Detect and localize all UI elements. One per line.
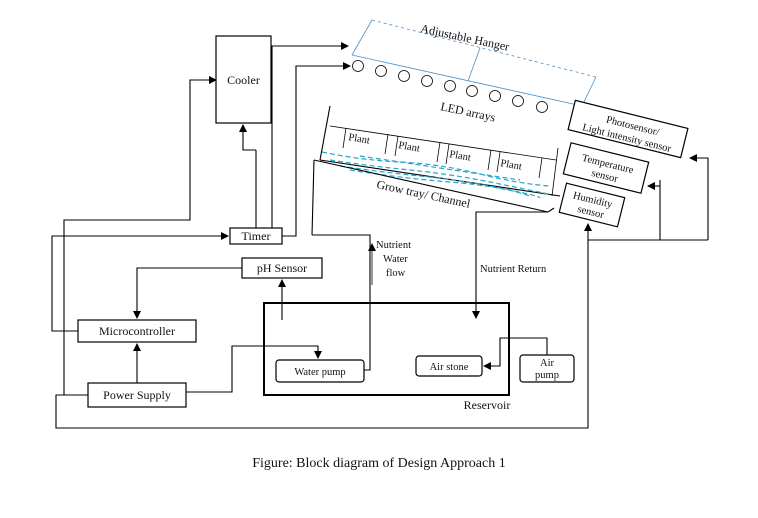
air-stone-label: Air stone bbox=[430, 362, 469, 373]
reservoir-box bbox=[263, 302, 510, 396]
nutrient-water bbox=[321, 151, 551, 199]
ph-sensor-label: pH Sensor bbox=[257, 261, 307, 275]
power-supply-box bbox=[87, 382, 187, 408]
microcontroller-label: Microcontroller bbox=[99, 324, 175, 338]
air-stone-box bbox=[415, 355, 483, 377]
nutrient-water-flow-label-3: flow bbox=[386, 268, 406, 279]
air-pump-label-1: Air bbox=[540, 358, 555, 369]
nutrient-water-flow-label-1: Nutrient bbox=[376, 240, 411, 251]
plant-label-3: Plant bbox=[448, 149, 471, 164]
plant-label-2: Plant bbox=[397, 140, 420, 155]
humidity-sensor-box bbox=[558, 182, 626, 228]
photosensor-box bbox=[567, 99, 689, 159]
water-pump-label: Water pump bbox=[294, 367, 345, 378]
plant-label-1: Plant bbox=[347, 132, 370, 147]
power-supply-label: Power Supply bbox=[103, 388, 171, 402]
nutrient-return-label: Nutrient Return bbox=[480, 264, 547, 275]
timer-label: Timer bbox=[242, 229, 271, 243]
adjustable-hanger bbox=[351, 19, 597, 107]
water-pump-box bbox=[275, 359, 365, 383]
led-arrays-label: LED arrays bbox=[439, 99, 497, 124]
connections bbox=[51, 42, 709, 429]
temperature-sensor-box bbox=[562, 142, 650, 194]
plant-label-4: Plant bbox=[499, 158, 522, 173]
led-array bbox=[352, 60, 548, 113]
reservoir-label: Reservoir bbox=[464, 398, 511, 412]
figure-caption: Figure: Block diagram of Design Approach… bbox=[252, 456, 506, 471]
cooler-label: Cooler bbox=[227, 73, 260, 87]
grow-tray bbox=[311, 159, 555, 236]
nutrient-water-flow-label-2: Water bbox=[383, 254, 408, 265]
adjustable-hanger-label: Adjustable Hanger bbox=[419, 21, 510, 53]
air-pump-label-2: pump bbox=[535, 370, 559, 381]
